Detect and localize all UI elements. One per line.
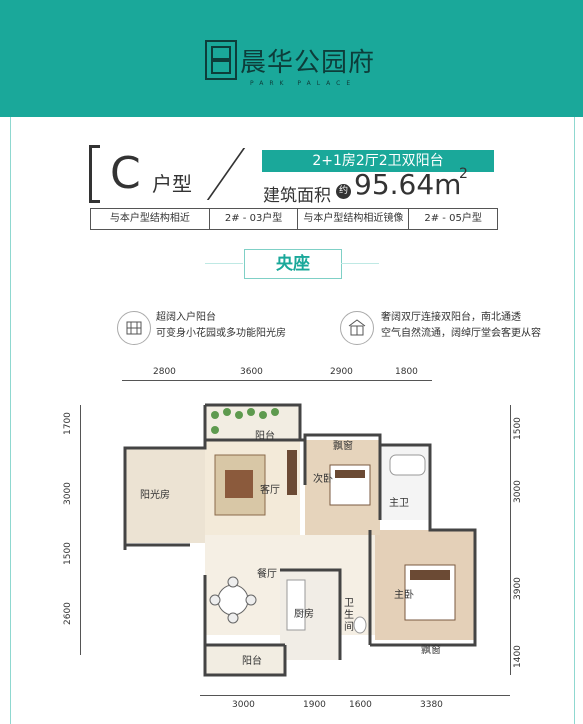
floor-plan xyxy=(123,403,477,677)
bottom-dim: 1600 xyxy=(349,700,372,710)
top-dimension-line xyxy=(122,380,432,381)
left-dim: 1700 xyxy=(63,412,73,435)
area-unit-superscript: 2 xyxy=(459,166,468,182)
page-frame xyxy=(10,117,575,724)
reference-cell: 2# - 03户型 xyxy=(208,209,298,229)
unit-type-letter: C xyxy=(110,148,141,199)
reference-cell: 与本户型结构相近镜像 xyxy=(297,209,408,229)
balcony-icon xyxy=(117,311,151,345)
left-dim: 2600 xyxy=(63,602,73,625)
room-label: 餐厅 xyxy=(257,569,277,580)
layout-tag: 2+1房2厅2卫双阳台 xyxy=(262,150,494,172)
room-label: 飘窗 xyxy=(421,645,441,656)
reference-cell: 与本户型结构相近 xyxy=(109,213,190,224)
area-label: 建筑面积 xyxy=(263,186,331,206)
brand-seal-logo xyxy=(205,40,237,80)
room-label: 飘窗 xyxy=(333,441,353,452)
feature-right-line1: 奢阔双厅连接双阳台，南北通透 xyxy=(381,312,521,323)
left-dim: 3000 xyxy=(63,482,73,505)
feature-left-line2: 可变身小花园或多功能阳光房 xyxy=(156,328,286,339)
zone-rule-right xyxy=(341,263,379,264)
top-dim: 3600 xyxy=(240,367,263,377)
right-dimension-line xyxy=(510,405,511,675)
right-dim: 3000 xyxy=(513,480,523,503)
left-dim: 1500 xyxy=(63,542,73,565)
area-value: 95.64m xyxy=(354,168,462,201)
brand-name: 晨华公园府 xyxy=(240,48,376,78)
room-label: 次卧 xyxy=(313,474,333,485)
bottom-dimension-line xyxy=(200,695,510,696)
reference-table: 与本户型结构相近 2# - 03户型 与本户型结构相近镜像 2# - 05户型 xyxy=(90,208,498,230)
room-label: 阳光房 xyxy=(140,490,170,501)
top-dim: 2900 xyxy=(330,367,353,377)
bottom-dim: 3380 xyxy=(420,700,443,710)
header-banner xyxy=(0,0,583,117)
feature-right-line2: 空气自然流通，阔绰厅堂会客更从容 xyxy=(381,328,541,339)
unit-type-suffix: 户型 xyxy=(152,172,192,196)
room-label: 阳台 xyxy=(242,656,262,667)
room-label: 主卧 xyxy=(394,590,414,601)
brand-subtitle: PARK PALACE xyxy=(250,80,357,87)
feature-left-line1: 超阔入户阳台 xyxy=(156,312,216,323)
room-label: 主卫 xyxy=(389,498,409,509)
room-label: 客厅 xyxy=(260,485,280,496)
top-dim: 2800 xyxy=(153,367,176,377)
right-dim: 1500 xyxy=(513,417,523,440)
right-dim: 1400 xyxy=(513,645,523,668)
room-label: 卫生间 xyxy=(344,598,354,633)
left-dimension-line xyxy=(80,405,81,655)
room-label: 厨房 xyxy=(294,609,314,620)
window-icon xyxy=(340,311,374,345)
right-dim: 3900 xyxy=(513,577,523,600)
bottom-dim: 1900 xyxy=(303,700,326,710)
reference-cell: 2# - 05户型 xyxy=(408,209,497,229)
bottom-dim: 3000 xyxy=(232,700,255,710)
zone-label: 央座 xyxy=(244,249,342,279)
room-label: 阳台 xyxy=(255,431,275,442)
top-dim: 1800 xyxy=(395,367,418,377)
approx-badge: 约 xyxy=(336,184,351,199)
type-bracket xyxy=(89,145,100,203)
zone-rule-left xyxy=(205,263,243,264)
